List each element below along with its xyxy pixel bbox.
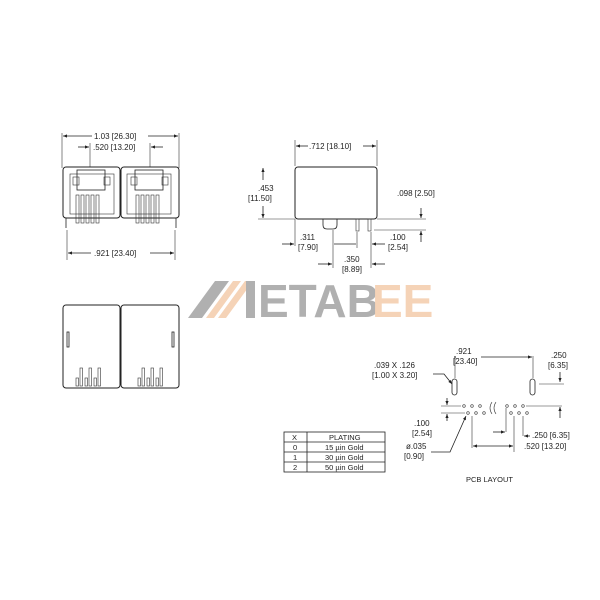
slot-span-in: .921 xyxy=(456,347,472,356)
pcb-layout: .921 [23.40] .250 [6.35] .039 X .126 [1.… xyxy=(372,347,570,484)
table-cell: 30 µin Gold xyxy=(325,453,364,462)
post-offset-mm: [7.90] xyxy=(298,243,318,252)
table-cell: 50 µin Gold xyxy=(325,463,364,472)
side-view: .712 [18.10] .453 [11.50] .098 [2.50] .3… xyxy=(248,140,435,274)
logo-bar-icon xyxy=(246,281,255,318)
watermark-text: ETAB xyxy=(258,275,380,327)
watermark-accent-text: EE xyxy=(372,275,433,327)
port-pitch-dim: .520 [13.20] xyxy=(93,143,135,152)
pin-holes xyxy=(462,404,529,415)
slot-size-mm: [1.00 X 3.20] xyxy=(372,371,417,380)
slot-size-in: .039 X .126 xyxy=(374,361,415,370)
overall-width-dim: 1.03 [26.30] xyxy=(94,132,136,141)
plating-table: X PLATING 0 15 µin Gold 1 30 µin Gold 2 … xyxy=(283,431,386,473)
table-header-plating: PLATING xyxy=(329,433,361,442)
pcb-layout-title: PCB LAYOUT xyxy=(466,475,513,484)
height-dim-in: .453 xyxy=(258,184,274,193)
height-dim-mm: [11.50] xyxy=(248,194,272,203)
table-cell: 1 xyxy=(293,453,297,462)
slot-offset-mm: [6.35] xyxy=(548,361,568,370)
logo-stripe-icon xyxy=(218,281,253,318)
pin-span-dim: .921 [23.40] xyxy=(94,249,136,258)
logo-stripe-icon xyxy=(188,281,229,318)
port-pitch-dim: .520 [13.20] xyxy=(524,442,566,451)
pin-pitch-mm: [2.54] xyxy=(388,243,408,252)
table-cell: 0 xyxy=(293,443,297,452)
top-view xyxy=(62,304,180,389)
mounting-slot-left xyxy=(451,378,458,396)
break-symbol-icon xyxy=(489,401,497,415)
table-cell: 15 µin Gold xyxy=(325,443,364,452)
row-pitch-in: .100 xyxy=(414,419,430,428)
table-cell: 2 xyxy=(293,463,297,472)
pin-offset-mm: [8.89] xyxy=(342,265,362,274)
logo-stripe-icon xyxy=(206,281,241,318)
pin-offset-in: .350 xyxy=(344,255,360,264)
table-header-x: X xyxy=(292,433,297,442)
post-offset-in: .311 xyxy=(300,233,316,242)
slot-span-mm: [23.40] xyxy=(453,357,477,366)
slot-offset-in: .250 xyxy=(551,351,567,360)
row-pitch-mm: [2.54] xyxy=(412,429,432,438)
row-offset-dim: .250 [6.35] xyxy=(532,431,570,440)
front-view: 1.03 [26.30] .520 [13.20] xyxy=(61,132,180,260)
length-dim: .712 [18.10] xyxy=(309,142,351,151)
mounting-slot-right xyxy=(529,378,536,396)
hole-dia-mm: [0.90] xyxy=(404,452,424,461)
pin-pitch-in: .100 xyxy=(390,233,406,242)
hole-dia-in: ø.035 xyxy=(406,442,427,451)
watermark-logo: ETAB EE xyxy=(188,275,433,327)
pin-height-dim: .098 [2.50] xyxy=(397,189,435,198)
